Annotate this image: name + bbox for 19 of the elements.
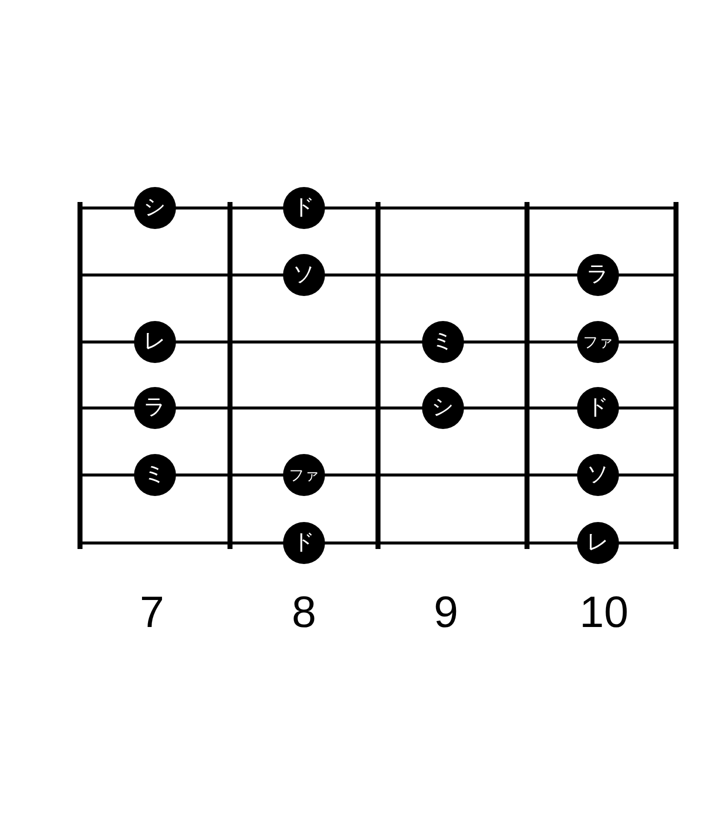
fret-number: 9 [432,588,460,638]
note-circle: ソ [577,454,619,496]
note-circle: ラ [134,387,176,429]
note-circle: レ [577,522,619,564]
note-circle: シ [422,387,464,429]
note-circle: レ [134,321,176,363]
fret-number: 7 [138,588,166,638]
note-circle: ファ [283,454,325,496]
fret-number: 8 [290,588,318,638]
note-circle: ミ [134,454,176,496]
note-circle: ド [283,522,325,564]
note-circle: シ [134,187,176,229]
fret-number: 10 [578,588,630,638]
note-circle: ミ [422,321,464,363]
note-circle: ファ [577,321,619,363]
note-circle: ド [577,387,619,429]
note-circle: ド [283,187,325,229]
note-circle: ラ [577,254,619,296]
note-circle: ソ [283,254,325,296]
